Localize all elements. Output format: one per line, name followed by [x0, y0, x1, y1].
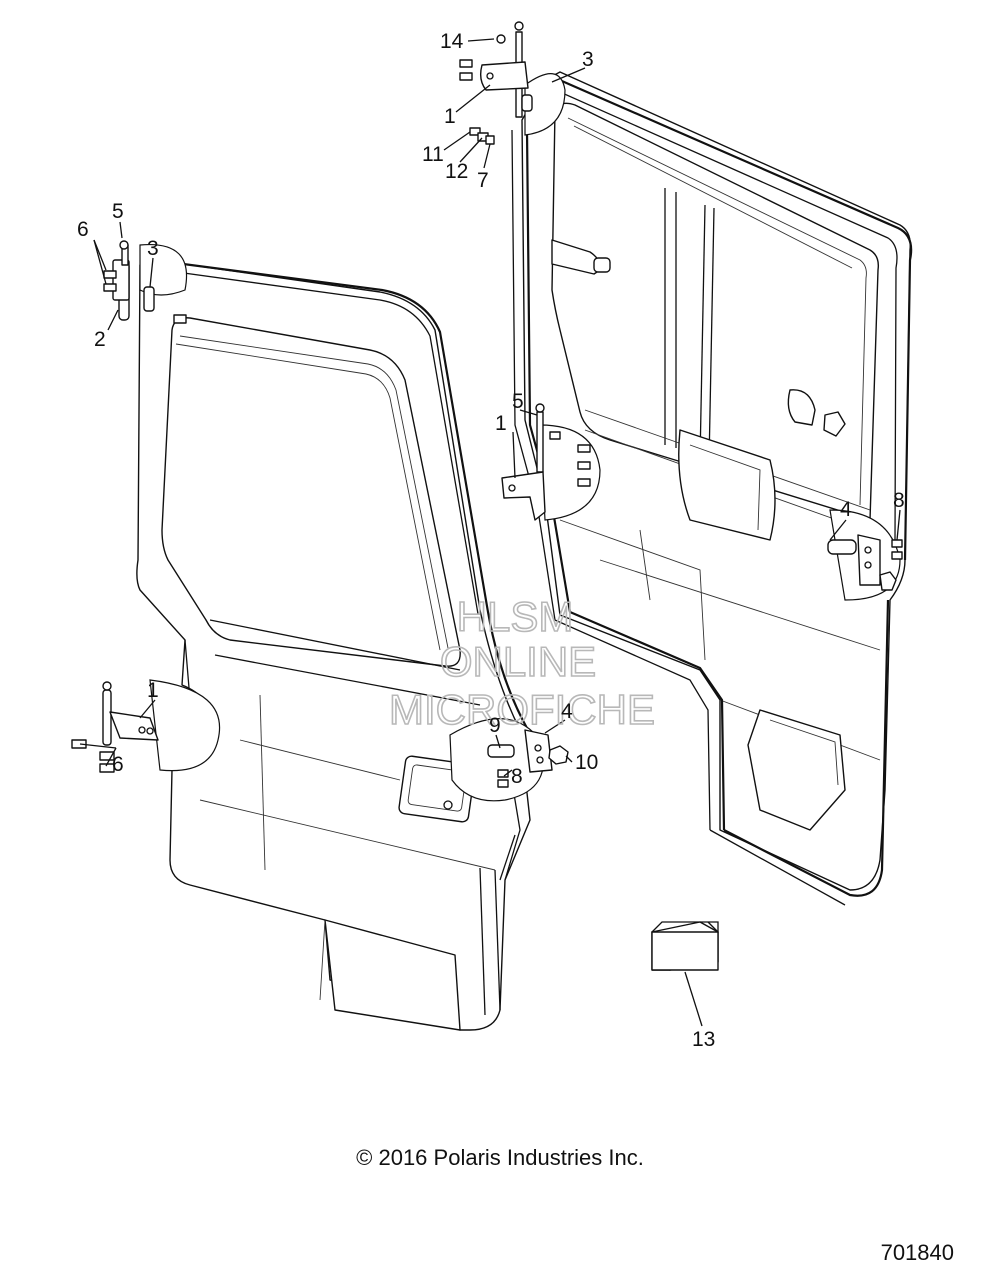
left-door-bottom-hinge: [71, 681, 159, 773]
callout-1-mid: 1: [495, 412, 507, 435]
copyright-notice: © 2016 Polaris Industries Inc.: [356, 1145, 644, 1170]
watermark: HLSM ONLINE MICROFICHE: [388, 592, 656, 734]
left-door-top-hinge: [103, 240, 187, 324]
callout-9: 9: [489, 714, 501, 737]
callout-1-top: 1: [444, 105, 456, 128]
right-door-latch: [827, 534, 903, 591]
callout-10: 10: [575, 751, 598, 774]
callouts: 14 3 1 11 12 7 5 6 3 2 5 1 4 8 1 6 9 4 1…: [77, 30, 905, 1051]
callout-4-mid: 4: [561, 700, 573, 723]
right-door: [511, 71, 913, 906]
callout-8-right: 8: [893, 489, 905, 512]
callout-7: 7: [477, 169, 489, 192]
watermark-line-2: ONLINE: [440, 638, 596, 685]
callout-2: 2: [94, 328, 106, 351]
right-door-mid-hinge: [501, 403, 591, 521]
left-door: [136, 243, 544, 1031]
callout-11: 11: [422, 143, 444, 166]
callout-3-left: 3: [147, 237, 159, 260]
figure-number: 701840: [880, 1240, 954, 1265]
callout-8-mid: 8: [511, 765, 523, 788]
callout-4-right: 4: [840, 498, 852, 521]
callout-3-top: 3: [582, 48, 594, 71]
right-door-top-hinge: [459, 21, 533, 145]
callout-5-left: 5: [112, 200, 124, 223]
watermark-line-1: HLSM: [457, 593, 574, 640]
leader-lines: [79, 38, 901, 1027]
callout-13: 13: [692, 1028, 715, 1051]
callout-6-upper: 6: [77, 218, 89, 241]
callout-12: 12: [445, 160, 468, 183]
callout-5-mid: 5: [512, 390, 524, 413]
callout-1-left: 1: [147, 679, 159, 702]
callout-14: 14: [440, 30, 464, 53]
watermark-line-3: MICROFICHE: [389, 686, 655, 733]
callout-6-lower: 6: [112, 753, 124, 776]
item-13-box: [651, 921, 719, 971]
